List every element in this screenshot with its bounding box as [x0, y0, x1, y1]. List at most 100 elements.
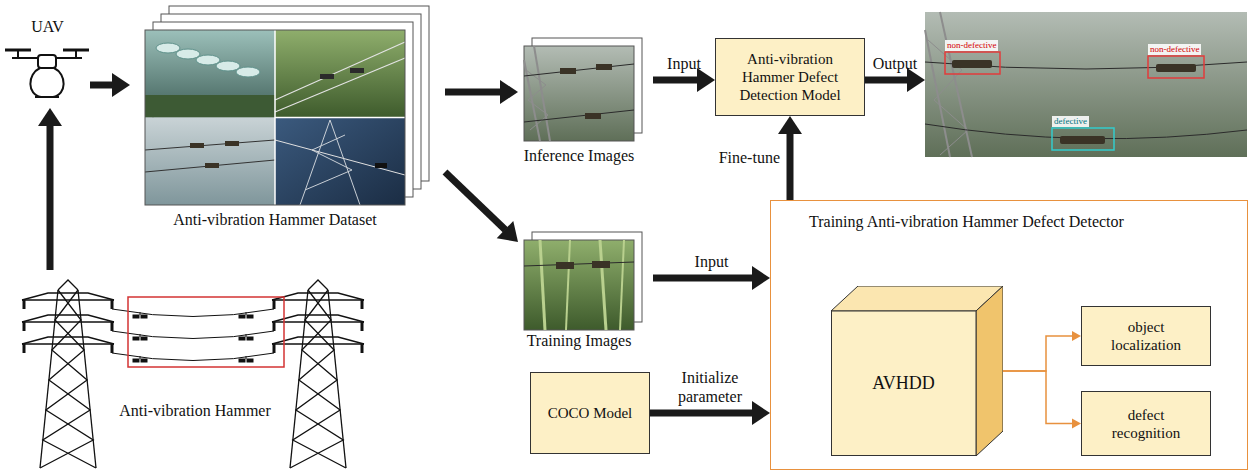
uav-node: UAV	[5, 18, 90, 108]
edge-label: Fine-tune	[719, 149, 780, 167]
dataset-image-stack	[275, 30, 405, 118]
transmission-towers	[247, 337, 253, 340]
connector	[778, 116, 802, 200]
training-image-stack	[556, 262, 574, 269]
dataset-image-stack	[225, 141, 239, 146]
cube-node: AVHDD	[831, 286, 1003, 456]
connector	[1003, 331, 1081, 371]
uav-drone	[53, 68, 64, 97]
training-image-stack	[524, 262, 634, 266]
transmission-towers	[23, 300, 26, 309]
transmission-towers	[272, 343, 364, 344]
transmission-towers	[273, 344, 276, 353]
transmission-towers	[272, 315, 364, 322]
training-image-stack	[566, 240, 570, 330]
node-text: Anti-vibration Hammer Dataset	[173, 211, 377, 229]
dataset-image-stack	[274, 30, 276, 205]
transmission-towers	[141, 337, 147, 340]
connector	[1003, 371, 1081, 429]
arrow-head	[778, 116, 802, 134]
transmission-towers	[22, 293, 114, 300]
connector-line	[787, 134, 794, 201]
cube-side	[976, 286, 1003, 456]
transmission-towers	[272, 321, 364, 322]
node-text: Anti-vibration Hammer	[116, 402, 274, 420]
connector-line	[865, 77, 908, 84]
transmission-towers	[43, 290, 96, 468]
dataset-image-stack	[145, 140, 275, 150]
training-image-stack	[592, 261, 610, 268]
transmission-towers	[22, 337, 114, 344]
connector-line	[90, 82, 113, 89]
output-image	[1156, 64, 1196, 72]
inference-image-stack	[585, 113, 601, 119]
dataset-image-stack	[275, 58, 405, 112]
connector	[445, 80, 518, 104]
transmission-towers	[247, 359, 253, 362]
dataset-image-stack	[145, 160, 275, 172]
dataset-image-stack	[236, 67, 260, 77]
dataset-image-stack	[205, 163, 219, 168]
edge-label: Input	[667, 55, 701, 73]
connector	[445, 172, 518, 242]
inference-image-stack	[524, 64, 634, 76]
image-stack-node: Inference Images	[518, 30, 653, 170]
dataset-image-stack	[216, 61, 240, 71]
arrow-head	[752, 266, 770, 290]
dataset-image-stack	[145, 30, 405, 205]
output-image	[1060, 136, 1105, 144]
training-image-stack	[524, 240, 634, 330]
dataset-image-stack	[145, 118, 275, 206]
transmission-towers	[141, 315, 147, 318]
cube-top	[831, 286, 1003, 311]
dataset-image-stack	[320, 74, 334, 79]
connector-line	[445, 172, 505, 230]
output-image	[952, 60, 992, 68]
transmission-towers	[273, 300, 276, 309]
cube-front	[832, 311, 977, 456]
transmission-towers	[22, 321, 114, 322]
output-image	[1148, 56, 1204, 78]
transmission-towers	[22, 343, 114, 344]
cube-outline	[831, 286, 1003, 456]
arrow-head	[752, 401, 770, 425]
transmission-towers	[361, 344, 364, 353]
inference-image-stack	[524, 110, 634, 122]
arrow-head	[1072, 331, 1081, 341]
dataset-image-stack	[300, 120, 360, 205]
transmission-towers	[140, 356, 141, 359]
output-image	[928, 40, 968, 155]
transmission-towers	[361, 300, 364, 309]
transmission-towers	[23, 344, 26, 353]
transmission-towers	[239, 359, 245, 362]
transmission-towers	[140, 334, 141, 337]
connector-line	[1003, 336, 1073, 371]
process-box: Anti-vibration Hammer Defect Detection M…	[715, 38, 865, 116]
node-text: AVHDD	[872, 373, 935, 394]
connector-line	[47, 126, 54, 271]
image-stack-node: Training Images	[518, 228, 653, 362]
node-text: Anti-vibration Hammer Defect Detection M…	[728, 50, 852, 104]
transmission-towers	[293, 290, 346, 468]
transmission-towers	[40, 290, 93, 468]
training-image-stack	[524, 232, 642, 330]
uav-drone	[30, 68, 41, 97]
transmission-towers	[239, 315, 245, 318]
connector-line	[445, 89, 501, 96]
transmission-towers	[246, 356, 247, 359]
edge-label: Initialize parameter	[664, 369, 756, 406]
inference-image-stack	[596, 64, 612, 70]
output-image	[925, 12, 1247, 157]
transmission-towers	[133, 359, 139, 362]
node-text: UAV	[31, 18, 64, 36]
uav-drone	[35, 96, 59, 98]
dataset-image-stack	[275, 140, 405, 175]
dataset-image-stack	[145, 30, 275, 118]
training-frame: Training Anti-vibration Hammer Defect De…	[770, 200, 1248, 470]
transmission-towers	[246, 334, 247, 337]
transmission-towers	[128, 297, 284, 367]
node-text: Training Images	[527, 332, 632, 350]
dataset-node: Anti-vibration Hammer Dataset	[130, 4, 445, 232]
dataset-image-stack	[375, 163, 387, 168]
connector-line	[653, 77, 698, 84]
